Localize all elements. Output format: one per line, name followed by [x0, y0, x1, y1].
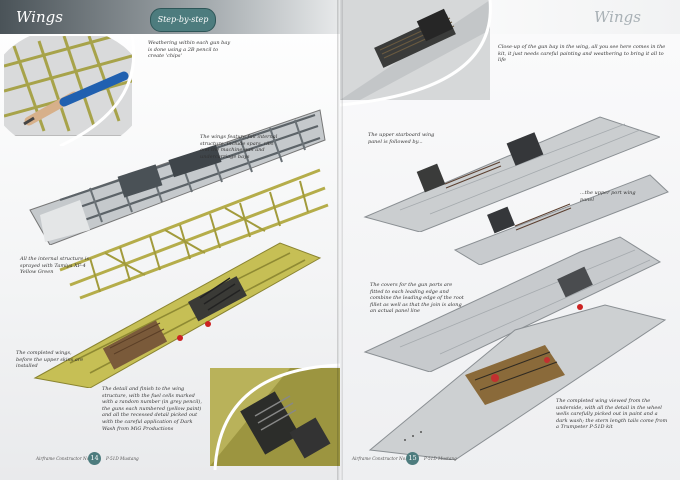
page-title: Wings	[16, 8, 63, 26]
photo-completed-wing	[33, 242, 322, 388]
footer-magazine: Airframe Constructor No.1	[36, 456, 94, 461]
photo-upper-port-wing	[453, 174, 669, 265]
pencil-photo-graphic	[4, 36, 132, 136]
caption-upper-port: ...the upper port wing panel	[580, 190, 636, 203]
caption-gun-port-covers: The covers for the gun ports are fitted …	[370, 282, 464, 315]
caption-internal-structure: The wings feature full internal structur…	[200, 134, 278, 160]
page-number: 14	[88, 452, 101, 465]
gun-bay-graphic	[340, 0, 490, 100]
caption-completed-wings: The completed wings, before the upper sk…	[16, 350, 84, 370]
photo-upper-starboard-wing	[363, 116, 660, 232]
footer-magazine: Airframe Constructor No.1	[352, 456, 410, 461]
step-by-step-badge: Step-by-step	[150, 8, 216, 32]
detail-photo-graphic	[210, 368, 340, 466]
caption-yellow-green: All the internal structure is sprayed wi…	[20, 256, 90, 276]
caption-underside: The completed wing viewed from the under…	[556, 398, 668, 431]
photo-gun-bay-closeup	[340, 0, 490, 100]
inset-photo-detail	[210, 368, 340, 466]
page-title: Wings	[594, 8, 641, 26]
caption-weathering: Weathering within each gun bay is done u…	[148, 40, 231, 60]
left-page: Wings Step-by-step	[0, 0, 340, 480]
caption-gun-bay: Close-up of the gun bay in the wing, all…	[498, 44, 666, 64]
right-footer: Airframe Constructor No.1 15 P-51D Musta…	[340, 452, 680, 466]
page-gutter	[337, 0, 343, 480]
footer-subject: P-51D Mustang	[106, 456, 139, 461]
photo-grey-wing-structure	[29, 109, 326, 245]
left-footer: Airframe Constructor No.1 14 P-51D Musta…	[0, 452, 340, 466]
inset-photo-pencil	[4, 36, 132, 136]
caption-upper-starboard: The upper starboard wing panel is follow…	[368, 132, 435, 145]
inset-frame-curve	[59, 36, 136, 146]
photo-leading-edge-wing	[363, 236, 662, 372]
page-number: 15	[406, 452, 419, 465]
gunbay-frame-curve	[340, 0, 492, 107]
caption-detail-finish: The detail and finish to the wing struct…	[102, 386, 202, 432]
inset-frame-curve-bottom	[213, 363, 340, 470]
photo-yellow-wing-frame	[59, 168, 329, 300]
footer-subject: P-51D Mustang	[424, 456, 457, 461]
photo-underside-wing	[368, 304, 667, 460]
right-page: Wings Close-up of the gun bay in the win…	[340, 0, 680, 480]
